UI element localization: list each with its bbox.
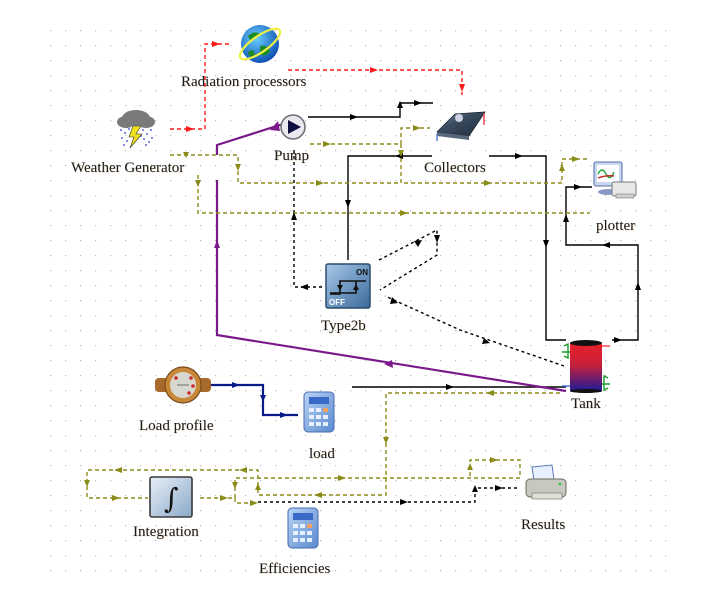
- component-label-load: load: [309, 446, 335, 462]
- link-tank-to-type2b[interactable]: [384, 295, 565, 367]
- component-label-collectors: Collectors: [424, 160, 486, 176]
- link-arrowheads: [84, 41, 641, 506]
- component-label-loadprofile: Load profile: [139, 418, 214, 434]
- link-type2b-to-type2b-feedback[interactable]: [378, 228, 438, 291]
- calculator-icon[interactable]: [287, 507, 319, 549]
- on-off-controller-icon[interactable]: ON OFF: [325, 263, 371, 309]
- link-integration-outputs[interactable]: [200, 459, 521, 504]
- component-label-pump: Pump: [274, 148, 310, 164]
- plotter-monitor-icon[interactable]: [593, 161, 637, 199]
- controller-off-text: OFF: [329, 298, 345, 307]
- link-tank-to-outputs[interactable]: [86, 392, 560, 499]
- solar-collector-icon[interactable]: [436, 111, 486, 141]
- link-collectors-to-type2b[interactable]: [347, 155, 432, 260]
- component-label-radiation: Radiation processors: [181, 74, 307, 90]
- weather-storm-icon[interactable]: [117, 110, 155, 149]
- component-label-type2b: Type2b: [321, 318, 366, 334]
- globe-icon[interactable]: [236, 24, 284, 65]
- component-label-efficiencies: Efficiencies: [259, 561, 331, 577]
- calculator-icon[interactable]: [303, 391, 335, 433]
- storage-tank-icon[interactable]: [562, 340, 610, 393]
- printer-icon[interactable]: [525, 464, 567, 500]
- component-label-tank: Tank: [571, 396, 601, 412]
- component-label-results: Results: [521, 517, 566, 533]
- controller-on-text: ON: [356, 268, 368, 277]
- integral-icon[interactable]: ∫: [149, 476, 193, 518]
- component-label-plotter: plotter: [596, 218, 636, 234]
- component-label-weather: Weather Generator: [71, 160, 185, 176]
- link-tank-to-pump-return[interactable]: [215, 122, 567, 393]
- component-label-integration: Integration: [133, 524, 199, 540]
- pump-icon[interactable]: [280, 114, 306, 140]
- water-meter-icon[interactable]: [155, 366, 211, 404]
- integral-symbol: ∫: [164, 482, 179, 515]
